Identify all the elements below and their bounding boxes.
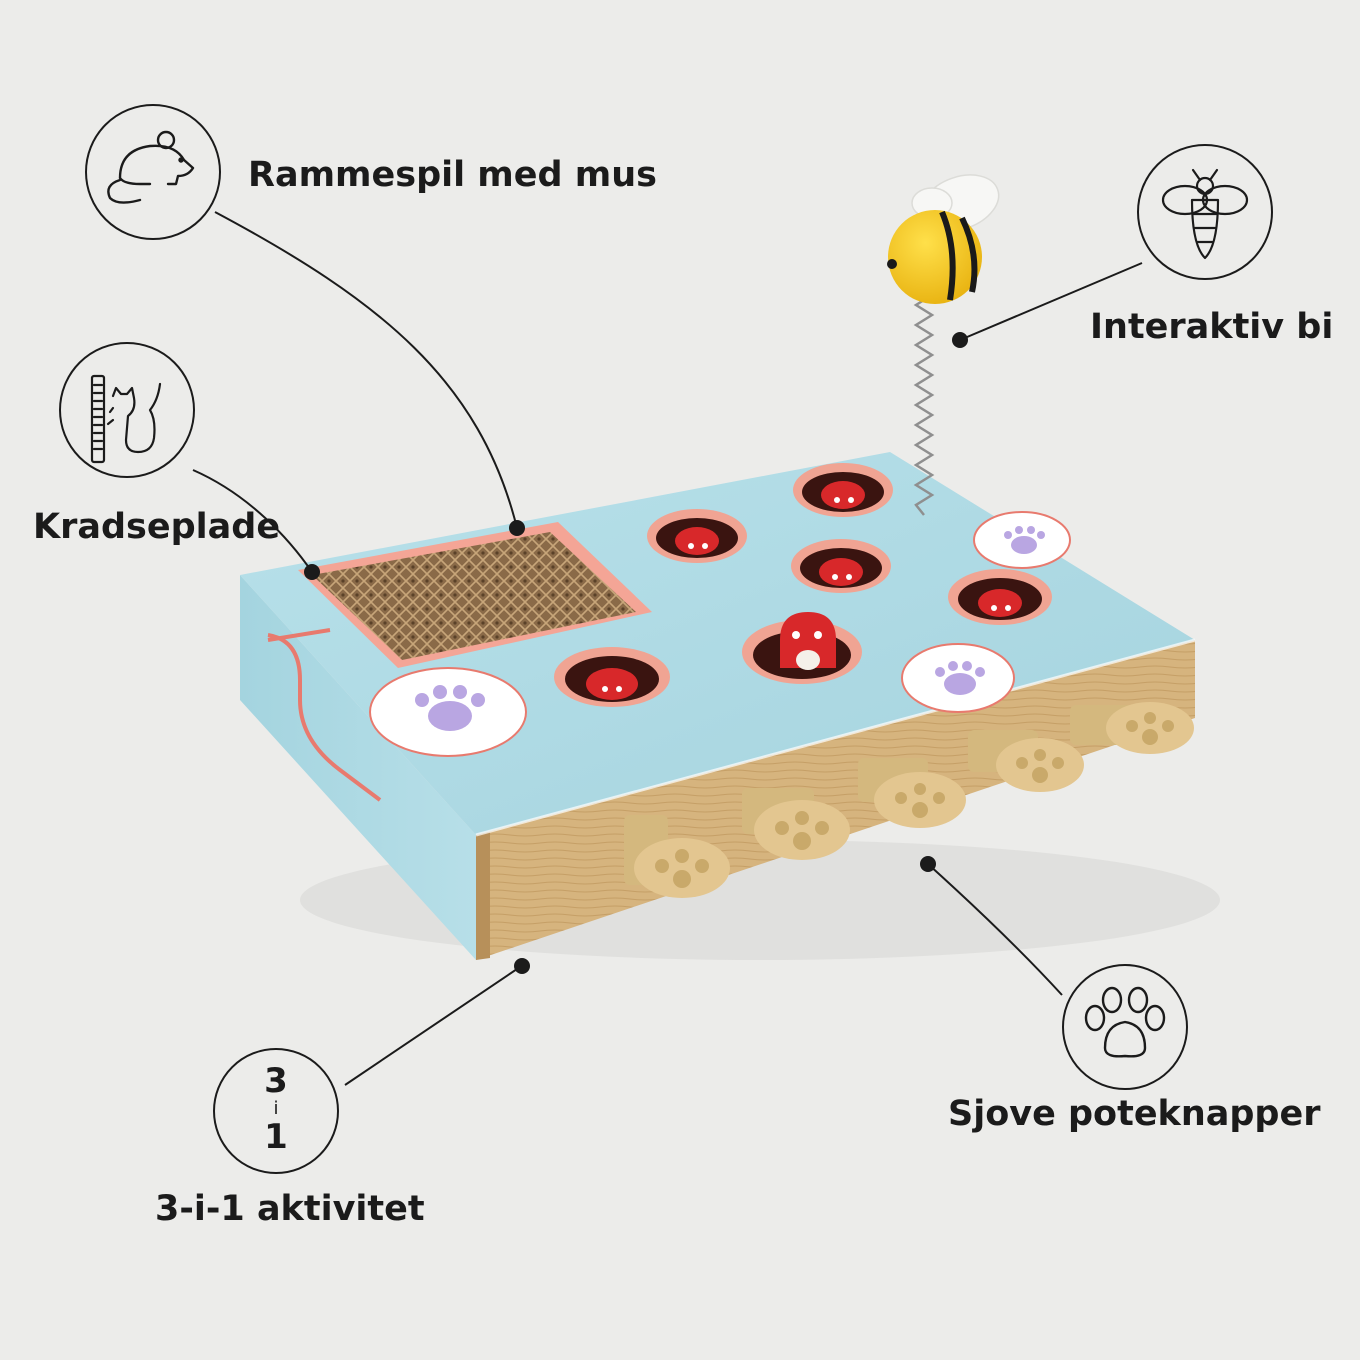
callout-line-scratch-pad: [192, 469, 313, 573]
paw-print-decoration: [369, 667, 527, 757]
bee-toy: [887, 174, 1000, 516]
feature-label-mouse-game: Rammespil med mus: [248, 155, 657, 195]
mouse-hole: [793, 463, 893, 517]
mouse-hole: [742, 612, 862, 684]
toy-box: [240, 174, 1220, 960]
scratch-pad: [298, 522, 652, 668]
mouse-hole: [948, 569, 1052, 625]
paw-button: [858, 758, 966, 828]
paw-print-decoration: [901, 643, 1015, 713]
callout-line-bee: [959, 262, 1143, 341]
paw-buttons: [624, 702, 1194, 898]
feature-label-paw-buttons: Sjove poteknapper: [948, 1094, 1321, 1134]
paw-print-decoration: [973, 511, 1071, 569]
callout-line-three-in-one: [344, 966, 521, 1086]
feature-label-bee: Interaktiv bi: [1090, 307, 1334, 347]
paw-button: [742, 788, 850, 860]
mouse-hole: [791, 539, 891, 593]
callout-lines: [192, 211, 1143, 1086]
paw-button: [968, 730, 1084, 792]
badge-number-top: 3: [264, 1061, 288, 1101]
three-in-one-badge: 3 i 1: [246, 1064, 306, 1154]
cat-scratch-icon: [59, 342, 195, 478]
badge-connector: i: [273, 1098, 279, 1119]
three-in-one-icon: [213, 1048, 339, 1174]
callout-line-mouse-game: [214, 211, 518, 529]
bee-icon: [1137, 144, 1273, 280]
callout-line-paw-buttons: [927, 863, 1063, 996]
badge-number-bottom: 1: [264, 1117, 288, 1157]
feature-label-scratch-pad: Kradseplade: [33, 507, 281, 547]
mouse-icon: [85, 104, 221, 240]
paw-icon: [1062, 964, 1188, 1090]
mouse-hole: [647, 509, 747, 563]
mouse-holes: [554, 463, 1052, 707]
feature-label-three-in-one: 3-i-1 aktivitet: [155, 1189, 425, 1229]
mouse-hole: [554, 647, 670, 707]
paw-button: [1070, 702, 1194, 754]
paw-button: [624, 815, 730, 898]
